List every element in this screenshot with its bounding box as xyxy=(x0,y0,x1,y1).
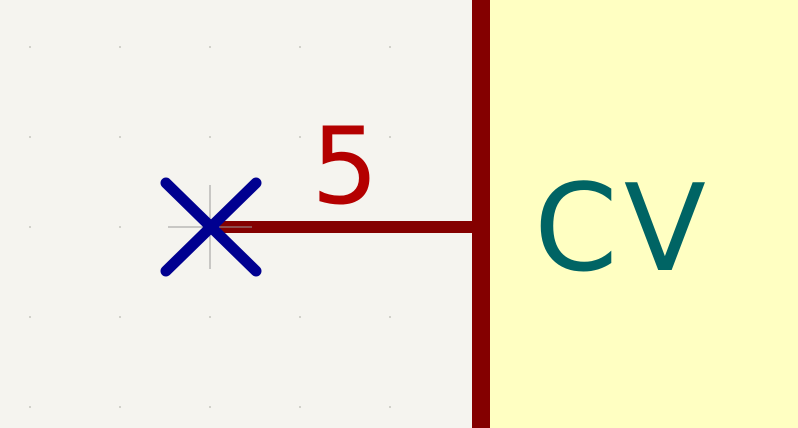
grid-dot xyxy=(389,136,391,138)
grid-dot xyxy=(119,226,121,228)
grid-dot xyxy=(119,406,121,408)
grid-dot xyxy=(119,316,121,318)
symbol-body-outline[interactable] xyxy=(472,0,490,428)
grid-dot xyxy=(29,316,31,318)
grid-dot xyxy=(209,46,211,48)
symbol-body[interactable] xyxy=(481,0,798,428)
pin-name-label: CV xyxy=(534,160,712,299)
grid-dot xyxy=(389,46,391,48)
grid-dot xyxy=(299,316,301,318)
no-connect-x-icon[interactable] xyxy=(160,177,262,277)
grid-dot xyxy=(209,406,211,408)
grid-dot xyxy=(299,136,301,138)
pin-number-label: 5 xyxy=(311,105,378,228)
grid-dot xyxy=(29,226,31,228)
grid-dot xyxy=(29,406,31,408)
grid-dot xyxy=(209,136,211,138)
grid-dot xyxy=(119,46,121,48)
grid-dot xyxy=(299,406,301,408)
grid-dot xyxy=(389,406,391,408)
grid-dot xyxy=(209,316,211,318)
grid-dot xyxy=(119,136,121,138)
grid-dot xyxy=(389,316,391,318)
grid-dot xyxy=(29,46,31,48)
grid-dot xyxy=(29,136,31,138)
grid-dot xyxy=(299,46,301,48)
